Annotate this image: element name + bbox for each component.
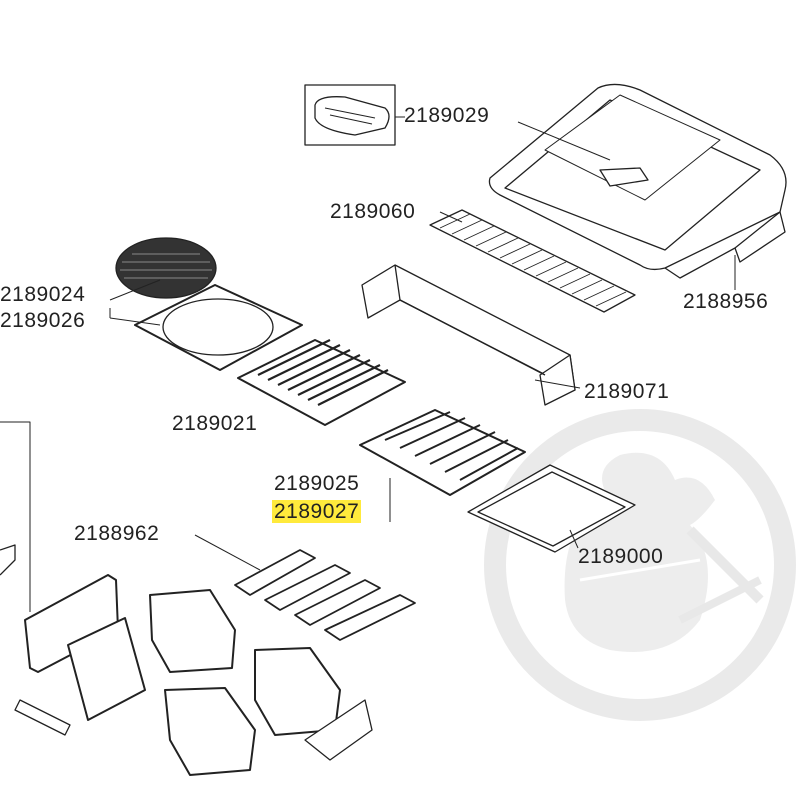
lid-part [488,83,787,279]
part-label-2189026: 2189026 [0,309,86,332]
part-label-2189021: 2189021 [172,412,258,435]
handle-inset [304,84,396,146]
ring-plate-part [134,284,303,371]
part-label-2189027-wrap: 2189027 [272,500,362,524]
part-label-2189000: 2189000 [578,545,664,568]
part-label-2188956: 2188956 [683,290,769,313]
part-label-2189029: 2189029 [404,104,490,127]
part-label-2189071: 2189071 [584,380,670,403]
burner-plates-part [234,549,416,641]
part-label-2189024: 2189024 [0,283,86,306]
heat-shields-part [14,574,373,776]
griddle-plate-part [359,409,526,496]
warming-rack-part [429,209,636,313]
part-label-2189027: 2189027 [272,500,362,523]
part-label-2188962: 2188962 [74,522,160,545]
back-frame-part [361,264,576,406]
part-label-2189025: 2189025 [274,472,360,495]
watermark-logo [484,409,796,721]
part-label-2189060: 2189060 [330,200,416,223]
round-grate-part [115,237,217,299]
leader-lines [109,116,736,571]
main-grate-part [237,339,406,426]
drip-tray-part [467,464,636,553]
